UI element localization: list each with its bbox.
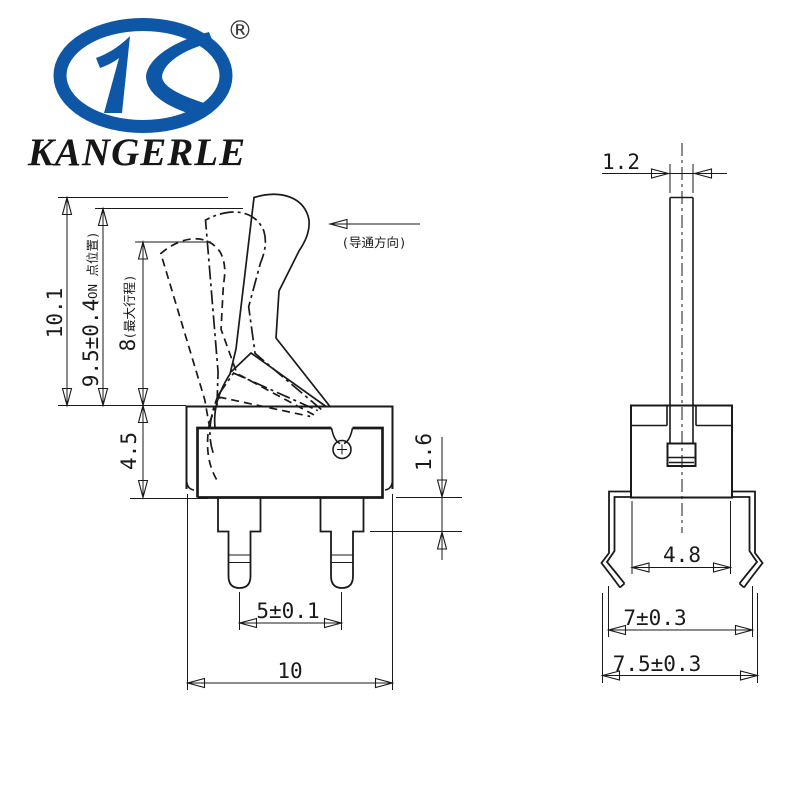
dim-on-position-note: (ON 点位置) [85,231,100,306]
logo-ellipse [53,18,233,133]
lever-max-travel-position [122,219,323,481]
dim-body-depth: 4.8 [663,543,701,567]
dim-body-width: 10 [277,659,302,683]
dim-on-position: 9.5±0.4 [79,299,103,388]
front-view-dimension-lines [602,174,758,676]
dim-clip-width: 7±0.3 [623,606,686,630]
dim-max-travel: 8 [116,339,140,352]
dim-total-height: 10.1 [43,288,67,339]
brand-name: KANGERLE [27,131,246,174]
pivot-rivet [332,439,352,460]
mounting-clips [600,490,764,589]
switch-body-side [185,405,394,499]
front-view: 1.2 4.8 7±0.3 7.5±0.3 [600,143,764,683]
dim-body-height: 4.5 [117,432,141,470]
side-view: 10.1 9.5±0.4 (ON 点位置) 8 (最大行程) 4.5 1.6 5… [43,193,462,690]
dim-lever-thickness: 1.2 [602,150,640,174]
dim-max-travel-note: (最大行程) [122,274,137,339]
registered-mark: ® [227,16,253,46]
dim-overall-width: 7.5±0.3 [613,652,702,676]
switch-body-front [630,404,733,499]
dim-terminal-shoulder: 1.6 [412,433,436,471]
dim-terminal-pitch: 5±0.1 [256,599,319,623]
brand-logo: ® KANGERLE [27,16,253,174]
side-view-dimension-lines [67,198,442,684]
front-view-extension-lines [602,164,758,683]
direction-note: (导通方向) [341,235,406,250]
terminal-pins [217,497,365,589]
logo-k-mark [96,32,213,117]
lever-free-position [213,193,331,428]
lever-front [666,196,697,467]
